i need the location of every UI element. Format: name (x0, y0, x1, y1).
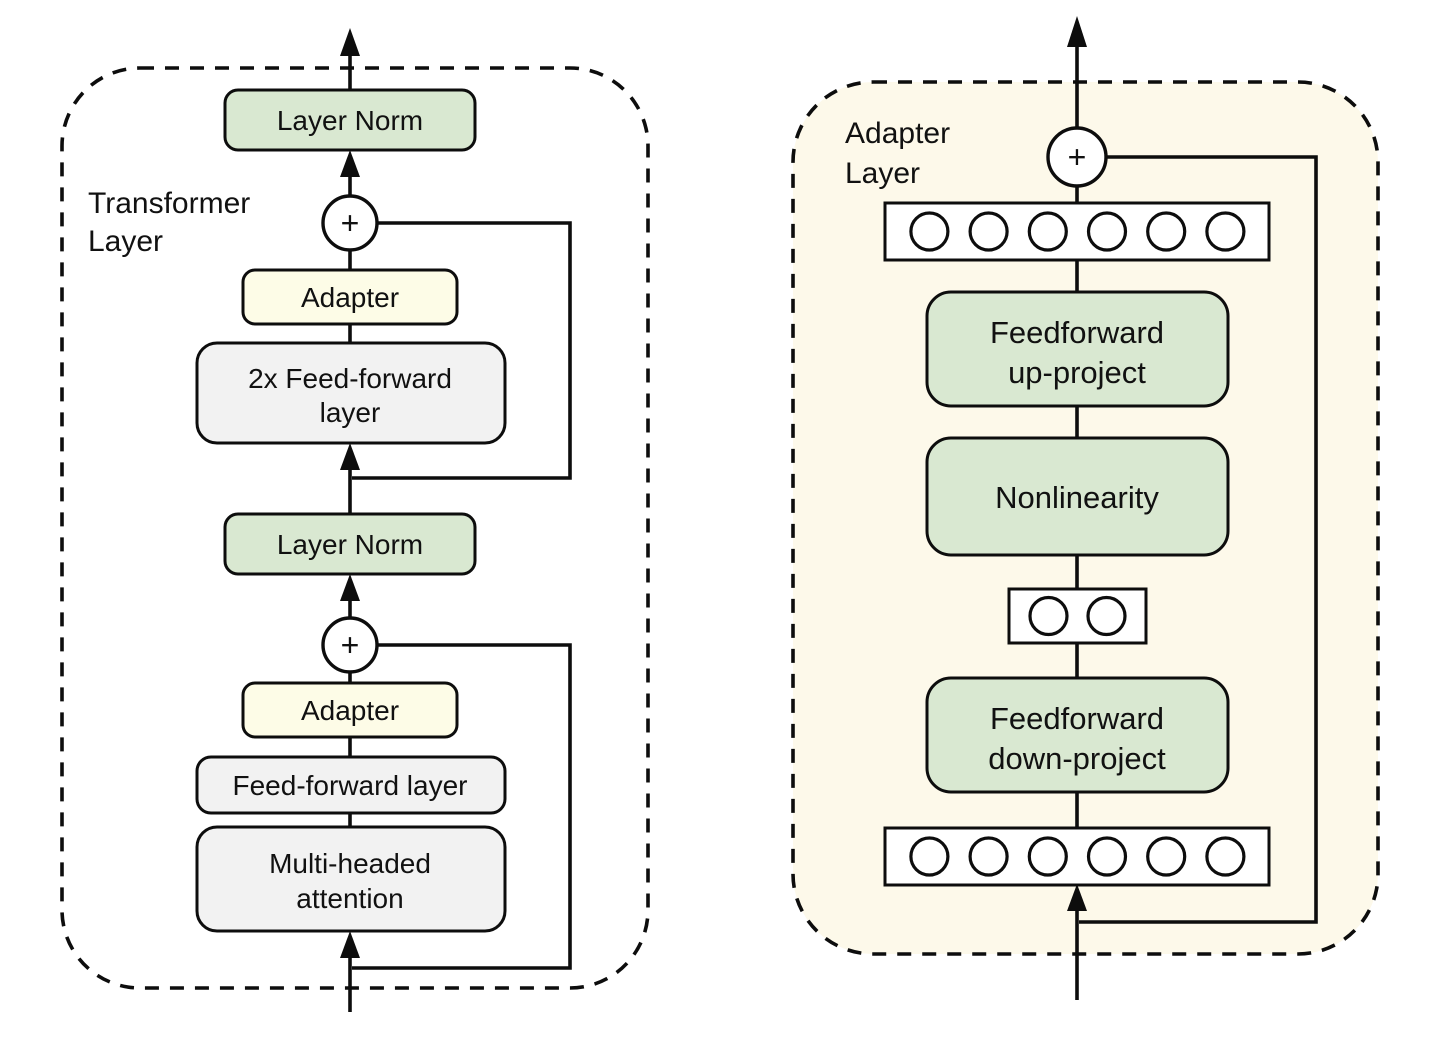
feedforward-up-project-label-line2: up-project (1008, 355, 1146, 390)
adapter-layer-label-line1: Adapter (845, 117, 950, 150)
transformer-layer-panel-border (60, 66, 650, 990)
adapter-bottom-box (241, 681, 459, 739)
feedforward-2x-label-line2: layer (320, 397, 381, 428)
feature-unit-circle (1146, 211, 1187, 252)
feedforward-layer-label: Feed-forward layer (233, 770, 468, 801)
feature-row-top (909, 211, 1246, 252)
feature-unit-circle (1205, 211, 1246, 252)
adapter-bottom-label: Adapter (301, 695, 399, 726)
feedforward-2x-box (195, 341, 507, 445)
multi-headed-attention-label-line2: attention (296, 883, 403, 914)
arrowhead-into-row-bottom (1067, 884, 1087, 911)
adapter-output-arrowhead (1067, 16, 1087, 47)
feature-unit-circle (1027, 836, 1068, 877)
feedforward-up-project-box (925, 290, 1230, 408)
plus-circle-bottom (321, 616, 379, 674)
feature-row-bottom (909, 836, 1246, 877)
feedforward-up-project-label-line1: Feedforward (990, 315, 1164, 350)
adapter-top-label: Adapter (301, 282, 399, 313)
arrowhead-into-ff2 (340, 443, 360, 470)
plus-circle-top (321, 194, 379, 252)
nonlinearity-box (925, 436, 1230, 557)
feature-unit-circle (1205, 836, 1246, 877)
feedforward-2x-label-line1: 2x Feed-forward (248, 363, 452, 394)
feedforward-layer-box (195, 755, 507, 815)
arrowhead-into-layernorm-top (340, 150, 360, 177)
adapter-plus-sign: + (1068, 139, 1087, 175)
transformer-layer-label-line2: Layer (88, 225, 163, 258)
feature-unit-circle (1027, 211, 1068, 252)
multi-headed-attention-box (195, 825, 507, 933)
layer-norm-bottom-label: Layer Norm (277, 529, 423, 560)
plus-sign-bottom: + (341, 627, 360, 663)
output-arrowhead (340, 28, 360, 56)
layer-norm-top-label: Layer Norm (277, 105, 423, 136)
feature-unit-circle (909, 836, 950, 877)
arrowhead-into-layernorm2 (340, 574, 360, 601)
adapter-skip-connection (1079, 155, 1318, 924)
feedforward-down-project-label-line2: down-project (988, 741, 1166, 776)
feature-unit-circle (968, 211, 1009, 252)
feature-unit-circle (1028, 595, 1069, 637)
adapter-layer-label-line2: Layer (845, 157, 920, 190)
adapter-plus-circle (1046, 126, 1108, 188)
adapter-top-box (241, 268, 459, 326)
feedforward-down-project-label-line1: Feedforward (990, 701, 1164, 736)
feedforward-down-project-box (925, 676, 1230, 794)
layer-norm-bottom-box (223, 512, 477, 576)
skip-connection-upper (352, 221, 572, 480)
feature-unit-circle (909, 211, 950, 252)
feature-unit-circle (1086, 211, 1128, 252)
feature-row-bottleneck (1028, 595, 1127, 637)
feature-unit-circle (1086, 595, 1127, 637)
arrowhead-into-mha (340, 931, 360, 958)
plus-sign-top: + (341, 205, 360, 241)
transformer-layer-label-line1: Transformer (88, 187, 250, 220)
multi-headed-attention-label-line1: Multi-headed (269, 848, 431, 879)
skip-connection-lower (352, 643, 572, 970)
feature-unit-circle (1146, 836, 1187, 877)
feature-unit-circle (968, 836, 1009, 877)
feature-unit-circle (1086, 836, 1128, 877)
nonlinearity-label: Nonlinearity (995, 480, 1159, 515)
layer-norm-top-box (223, 88, 477, 152)
